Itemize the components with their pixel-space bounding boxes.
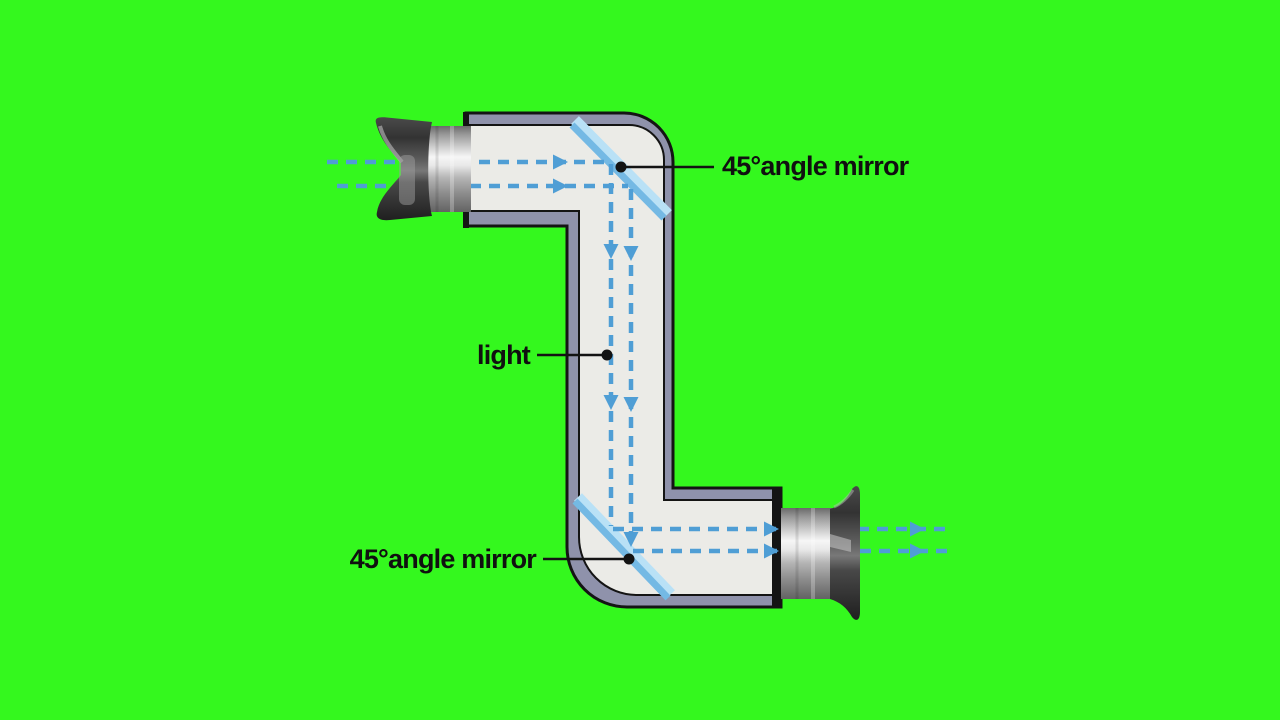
arrow-right-icon — [553, 178, 568, 194]
tube-end-cap-bottom-right — [772, 488, 782, 608]
bottom-mirror-highlight — [574, 493, 675, 598]
arrow-down-icon — [603, 395, 619, 410]
eyecup — [830, 486, 860, 620]
bottom-mirror-glass — [572, 498, 671, 601]
eyecup-inner-reflection — [399, 155, 415, 205]
arrow-down-icon — [623, 397, 639, 412]
light-ray-2 — [337, 183, 951, 554]
leader-dot-top-mirror — [615, 161, 627, 173]
arrow-right-icon — [764, 521, 779, 537]
bottom-mirror — [572, 493, 675, 601]
leader-dot-bottom-mirror — [623, 553, 635, 565]
label-bottom-mirror: 45°angle mirror — [350, 544, 538, 574]
leader-dots — [601, 161, 635, 565]
light-ray-arrowheads — [553, 154, 925, 559]
eyepiece-barrel — [781, 508, 832, 599]
arrow-right-icon — [764, 543, 779, 559]
eyepiece-barrel — [422, 126, 471, 212]
arrow-down-icon — [623, 532, 639, 547]
tube-interior — [465, 124, 782, 596]
eyepiece-bottom-right — [781, 486, 860, 620]
arrow-right-icon — [910, 521, 925, 537]
label-top-mirror: 45°angle mirror — [722, 151, 910, 181]
label-light: light — [477, 340, 531, 370]
eyecup-inner-reflection — [830, 534, 851, 552]
arrow-right-icon — [553, 154, 568, 170]
leader-dot-light — [601, 349, 613, 361]
arrow-down-icon — [603, 244, 619, 259]
eyecup-highlight — [833, 489, 855, 509]
leader-lines — [537, 165, 714, 561]
arrow-down-icon — [623, 246, 639, 261]
eyepiece-top-left — [375, 117, 471, 221]
arrow-right-icon — [910, 543, 925, 559]
